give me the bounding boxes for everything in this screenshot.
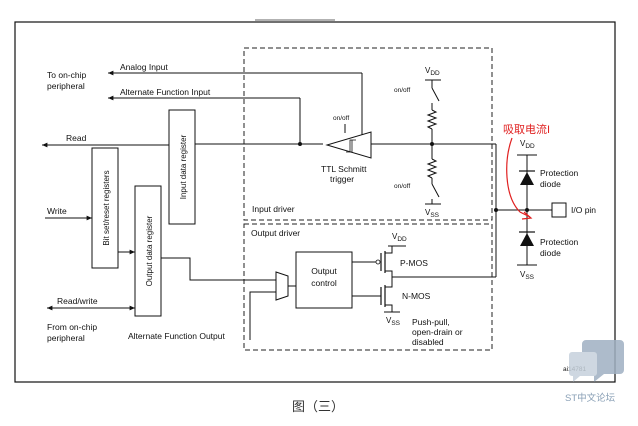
output-control-label-1: Output: [311, 266, 337, 276]
sink-current-arrowhead: [521, 211, 533, 220]
vdd-diode-label: VDD: [520, 139, 535, 150]
read-label: Read: [66, 133, 87, 143]
alt-func-output-label: Alternate Function Output: [128, 331, 226, 341]
watermark-logo: [569, 340, 624, 382]
vss-top-label: VSS: [425, 208, 440, 219]
schmitt-trigger-symbol: [325, 131, 372, 159]
hysteresis-icon: [346, 139, 356, 153]
pullup-switch: [431, 87, 440, 102]
schmitt-onoff-label: on/off: [333, 115, 349, 122]
input-data-register-block: [168, 109, 196, 225]
analog-input-label: Analog Input: [120, 62, 168, 72]
pullup-onoff-label: on/off: [394, 87, 410, 94]
odr-to-mux-line: [161, 257, 276, 281]
vdd-pmos-label: VDD: [392, 232, 407, 243]
alt-func-output-line: [249, 291, 276, 340]
output-driver-label: Output driver: [251, 228, 300, 238]
protection-diode-bottom: [520, 233, 534, 246]
protection-diode-top-label-1: Protection: [540, 168, 579, 178]
figure-caption: 图（三）: [292, 400, 344, 415]
output-data-register-block: [134, 185, 162, 317]
pmos-label: P-MOS: [400, 258, 428, 268]
to-onchip-label-2: peripheral: [47, 81, 85, 91]
output-control-label-2: control: [311, 278, 337, 288]
output-data-register-label: Output data register: [145, 215, 154, 286]
protection-diode-bottom-label-1: Protection: [540, 237, 579, 247]
vss-diode-label: VSS: [520, 270, 535, 281]
output-control-block: [295, 251, 353, 309]
from-onchip-label-1: From on-chip: [47, 322, 97, 332]
io-pin-label: I/O pin: [571, 205, 596, 215]
io-pin-pad: [551, 202, 567, 218]
input-data-register-label: Input data register: [179, 134, 188, 199]
pulldown-onoff-label: on/off: [394, 183, 410, 190]
write-label: Write: [47, 206, 67, 216]
input-driver-label: Input driver: [252, 204, 295, 214]
outer-frame: [14, 21, 616, 383]
watermark-text: ST中文论坛: [565, 392, 616, 404]
output-mux: [275, 271, 289, 301]
push-pull-label-2: open-drain or: [412, 327, 463, 337]
protection-diode-top: [520, 172, 534, 185]
protection-diode-bottom-label-2: diode: [540, 248, 561, 258]
sink-current-arrow: [506, 137, 531, 218]
vss-nmos-label: VSS: [386, 316, 401, 327]
ttl-schmitt-label-2: trigger: [330, 174, 354, 184]
push-pull-label-3: disabled: [412, 337, 444, 347]
junction-alt-input: [298, 142, 302, 146]
to-onchip-label-1: To on-chip: [47, 70, 86, 80]
nmos-label: N-MOS: [402, 291, 431, 301]
alt-func-input-label: Alternate Function Input: [120, 87, 211, 97]
ttl-schmitt-label-1: TTL Schmitt: [321, 164, 367, 174]
junction-diode: [525, 208, 529, 212]
input-driver-box: [243, 47, 493, 221]
protection-diode-top-label-2: diode: [540, 179, 561, 189]
pullup-resistor: [426, 109, 438, 130]
pulldown-resistor: [426, 158, 438, 179]
output-driver-box: [243, 223, 493, 351]
bit-set-reset-label: Bit set/reset registers: [102, 170, 111, 245]
vdd-top-label: VDD: [425, 66, 440, 77]
pmos-drain-line: [385, 270, 492, 278]
pulldown-switch: [431, 183, 440, 198]
bit-set-reset-register-block: [91, 147, 119, 269]
pmos-gate-bubble: [375, 259, 381, 265]
sink-current-annotation: 吸取电流I: [503, 122, 550, 136]
from-onchip-label-2: peripheral: [47, 333, 85, 343]
read-write-label: Read/write: [57, 296, 98, 306]
push-pull-label-1: Push-pull,: [412, 317, 450, 327]
